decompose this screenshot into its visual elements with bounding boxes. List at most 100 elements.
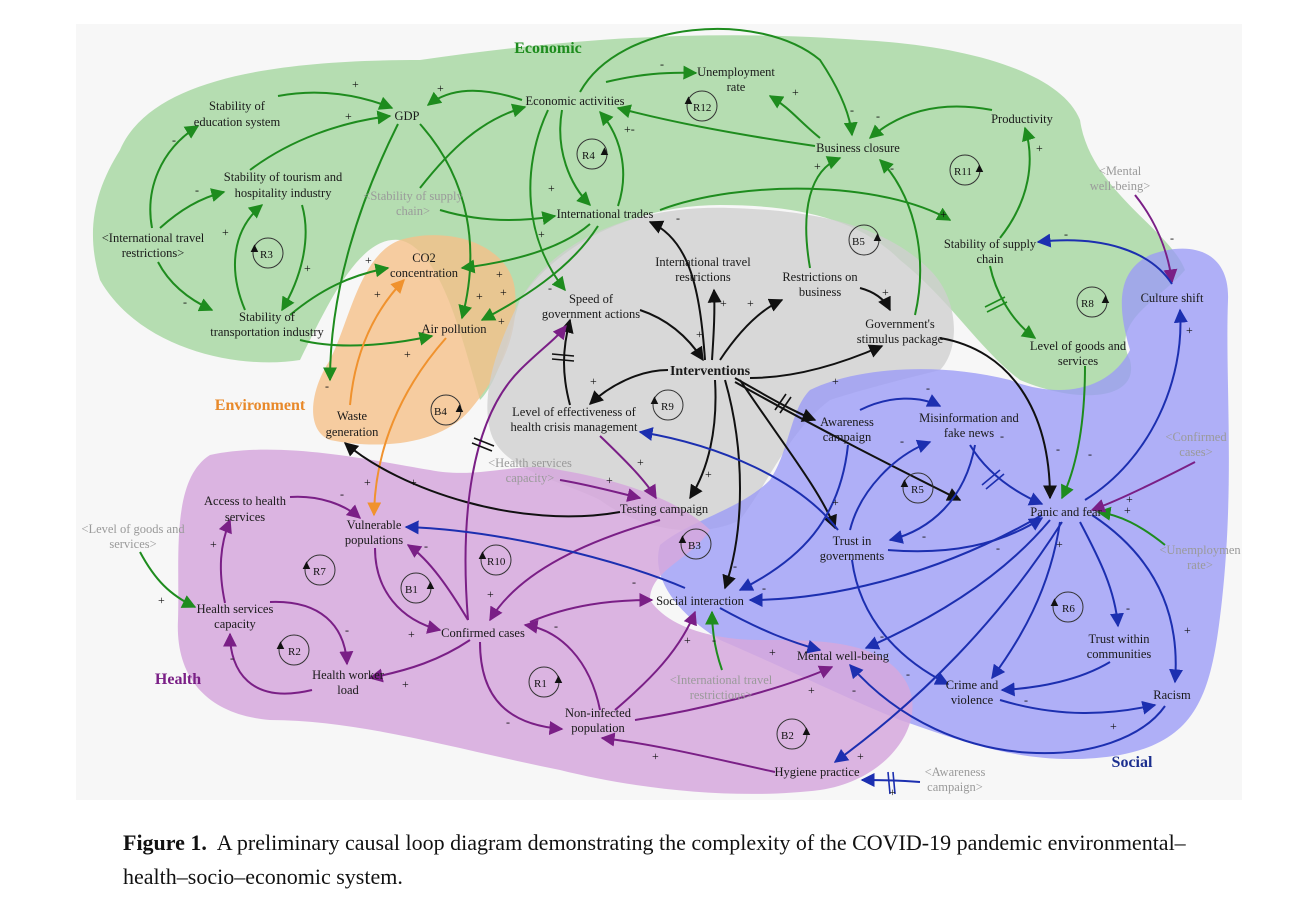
polarity-sign: + bbox=[1124, 503, 1131, 517]
svg-text:▲: ▲ bbox=[598, 143, 611, 158]
node-racism: Racism bbox=[1153, 688, 1191, 702]
polarity-sign: - bbox=[548, 281, 552, 295]
svg-text:▲: ▲ bbox=[973, 160, 986, 175]
delay-mark bbox=[774, 393, 792, 414]
svg-text:▲: ▲ bbox=[682, 92, 695, 107]
link-effectiveness-testing bbox=[599, 435, 657, 500]
link-panic-mental bbox=[864, 519, 1051, 650]
economic-region bbox=[92, 35, 1186, 400]
link-trust-effectiveness bbox=[638, 427, 839, 531]
polarity-sign: + bbox=[606, 473, 613, 487]
loop-marker: R11▲ bbox=[949, 154, 986, 186]
polarity-sign: - bbox=[632, 575, 636, 589]
delay-mark bbox=[984, 296, 1008, 313]
link-interventions-effectiveness bbox=[588, 369, 669, 405]
link-stimulus-business bbox=[879, 159, 922, 316]
environment-links bbox=[349, 278, 447, 517]
polarity-sign: + bbox=[476, 289, 483, 303]
link-misinfo-trust bbox=[888, 444, 976, 544]
polarity-sign: + bbox=[304, 261, 311, 275]
polarity-sign: - bbox=[183, 295, 187, 309]
polarity-sign: + bbox=[222, 225, 229, 239]
node-panic-and-fear: Panic and fear bbox=[1030, 505, 1102, 519]
loop-marker: ▲B3 bbox=[676, 528, 712, 560]
node-confirmed-cases: Confirmed cases bbox=[441, 626, 525, 640]
polarity-sign: + bbox=[832, 374, 839, 388]
link-awareness-misinfo bbox=[859, 394, 942, 411]
svg-text:R7: R7 bbox=[313, 566, 326, 578]
link-confirmed-load bbox=[368, 639, 471, 683]
polarity-sign: - bbox=[876, 109, 880, 123]
social-links bbox=[404, 233, 1188, 788]
link-intl-restr-transport bbox=[157, 261, 214, 312]
loop-marker: B5▲ bbox=[848, 224, 884, 256]
link-interventions-mental bbox=[734, 381, 962, 501]
link-mental-culture bbox=[1134, 194, 1178, 284]
link-social-mental bbox=[719, 607, 822, 654]
link-vulnerable-confirmed bbox=[374, 547, 442, 634]
polarity-sign: - bbox=[850, 103, 854, 117]
link-goods-healthcap bbox=[139, 551, 197, 608]
svg-text:B5: B5 bbox=[852, 236, 865, 248]
figure-caption-text: A preliminary causal loop diagram demons… bbox=[123, 830, 1186, 889]
node-international-trades: International trades bbox=[557, 207, 654, 221]
link-supply-trades bbox=[439, 209, 557, 226]
node-business-closure: Business closure bbox=[816, 141, 900, 155]
link-supply-econ bbox=[419, 103, 527, 189]
link-business-econ bbox=[616, 104, 816, 147]
polarity-sign: - bbox=[554, 619, 558, 633]
loop-marker: R4▲ bbox=[576, 138, 611, 170]
link-confirmed-social bbox=[529, 593, 654, 623]
polarity-sign: + bbox=[1056, 537, 1063, 551]
intervention-links bbox=[343, 220, 1057, 590]
node-social-interaction: Social interaction bbox=[656, 594, 745, 608]
interventions-region bbox=[487, 207, 954, 531]
loop-marker: R8▲ bbox=[1076, 286, 1112, 318]
link-trust-misinfo bbox=[849, 439, 932, 531]
svg-text:B1: B1 bbox=[405, 584, 418, 596]
polarity-sign: - bbox=[195, 183, 199, 197]
link-interventions-trust bbox=[739, 379, 837, 530]
figure-caption-label: Figure 1. bbox=[123, 830, 207, 855]
polarity-signs: + + + - + - - +- + - - + - + + + - + + +… bbox=[158, 57, 1193, 799]
polarity-sign: + bbox=[158, 593, 165, 607]
polarity-sign: - bbox=[340, 487, 344, 501]
link-waste-co2 bbox=[349, 278, 405, 406]
node-gdp: GDP bbox=[394, 109, 419, 123]
svg-text:R4: R4 bbox=[582, 150, 595, 162]
polarity-sign: - bbox=[1024, 693, 1028, 707]
figure-caption: Figure 1. A preliminary causal loop diag… bbox=[123, 826, 1243, 894]
polarity-sign: - bbox=[922, 529, 926, 543]
link-trustcomm-crime bbox=[1000, 661, 1111, 697]
polarity-sign: + bbox=[548, 181, 555, 195]
link-intl-restr-education bbox=[149, 125, 200, 229]
svg-text:▲: ▲ bbox=[424, 577, 437, 592]
svg-text:▲: ▲ bbox=[476, 547, 489, 562]
polarity-sign: + bbox=[408, 627, 415, 641]
polarity-sign: + bbox=[210, 537, 217, 551]
link-intl-restr-tourism bbox=[159, 188, 226, 229]
link-intltravel-social bbox=[705, 610, 723, 671]
polarity-sign: - bbox=[880, 629, 884, 643]
link-noninfected-social bbox=[614, 610, 697, 711]
svg-text:▲: ▲ bbox=[648, 392, 661, 407]
polarity-sign: + bbox=[814, 159, 821, 173]
health-links bbox=[218, 194, 1196, 773]
link-confirmed-vulnerable bbox=[406, 544, 469, 621]
svg-text:▲: ▲ bbox=[248, 240, 261, 255]
sector-label-social: Social bbox=[1112, 754, 1153, 771]
health-region bbox=[177, 449, 913, 794]
svg-text:R3: R3 bbox=[260, 249, 273, 261]
link-noninfected-confirmed bbox=[523, 619, 601, 711]
